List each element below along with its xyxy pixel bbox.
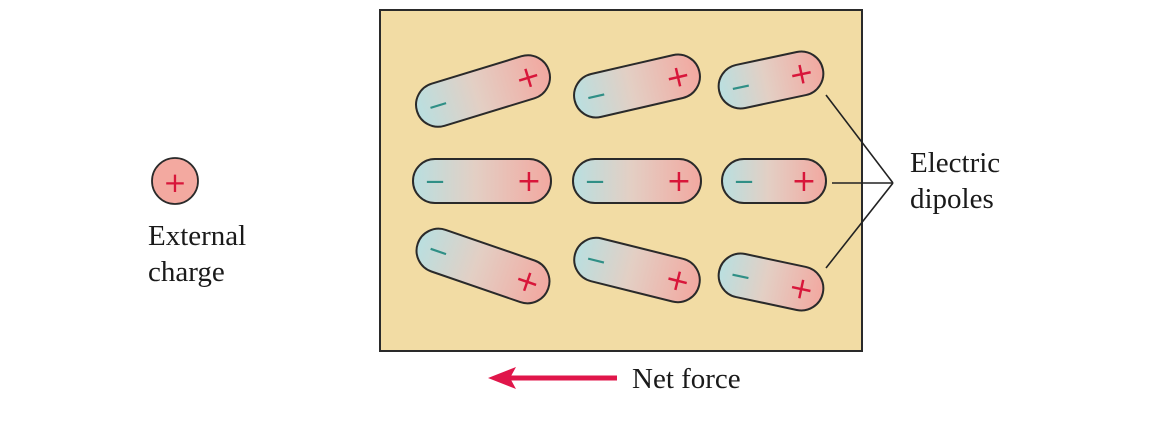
dipole-body [717,50,825,110]
dipole: −+ [412,158,552,204]
dipole-body [573,53,701,119]
electric-dipoles-label-line2: dipoles [910,183,994,215]
dipole-negative-sign: − [424,167,446,197]
dipole: −+ [717,50,825,110]
dipole-body [573,236,701,304]
external-charge-sign: + [163,166,186,199]
dipole-positive-sign: + [666,164,691,199]
external-charge: + [151,157,199,205]
dipole-positive-sign: + [791,164,816,199]
dipole-body [721,158,827,204]
dipole-body [717,252,825,312]
dipole-group: −+−+−+−+−+−+−+−+−+ [412,50,827,312]
external-charge-label-line2: charge [148,256,225,288]
dipole-pointer-lines [825,94,894,269]
dipole: −+ [415,227,551,305]
dipole: −+ [572,158,702,204]
dipole-negative-sign: − [733,167,755,197]
dipole-body [412,158,552,204]
dipole: −+ [573,236,701,304]
dipole: −+ [415,54,551,128]
dipole-negative-sign: − [584,167,606,197]
electric-dipoles-label-line1: Electric [910,147,1000,179]
external-charge-label-line1: External [148,220,246,252]
dipole-body [572,158,702,204]
dipole: −+ [721,158,827,204]
dipole: −+ [717,252,825,312]
net-force-arrow [488,367,617,389]
dipole-positive-sign: + [516,164,541,199]
dipole-body [415,54,551,128]
external-charge-circle [151,157,199,205]
net-force-label: Net force [632,363,741,395]
dipole: −+ [573,53,701,119]
